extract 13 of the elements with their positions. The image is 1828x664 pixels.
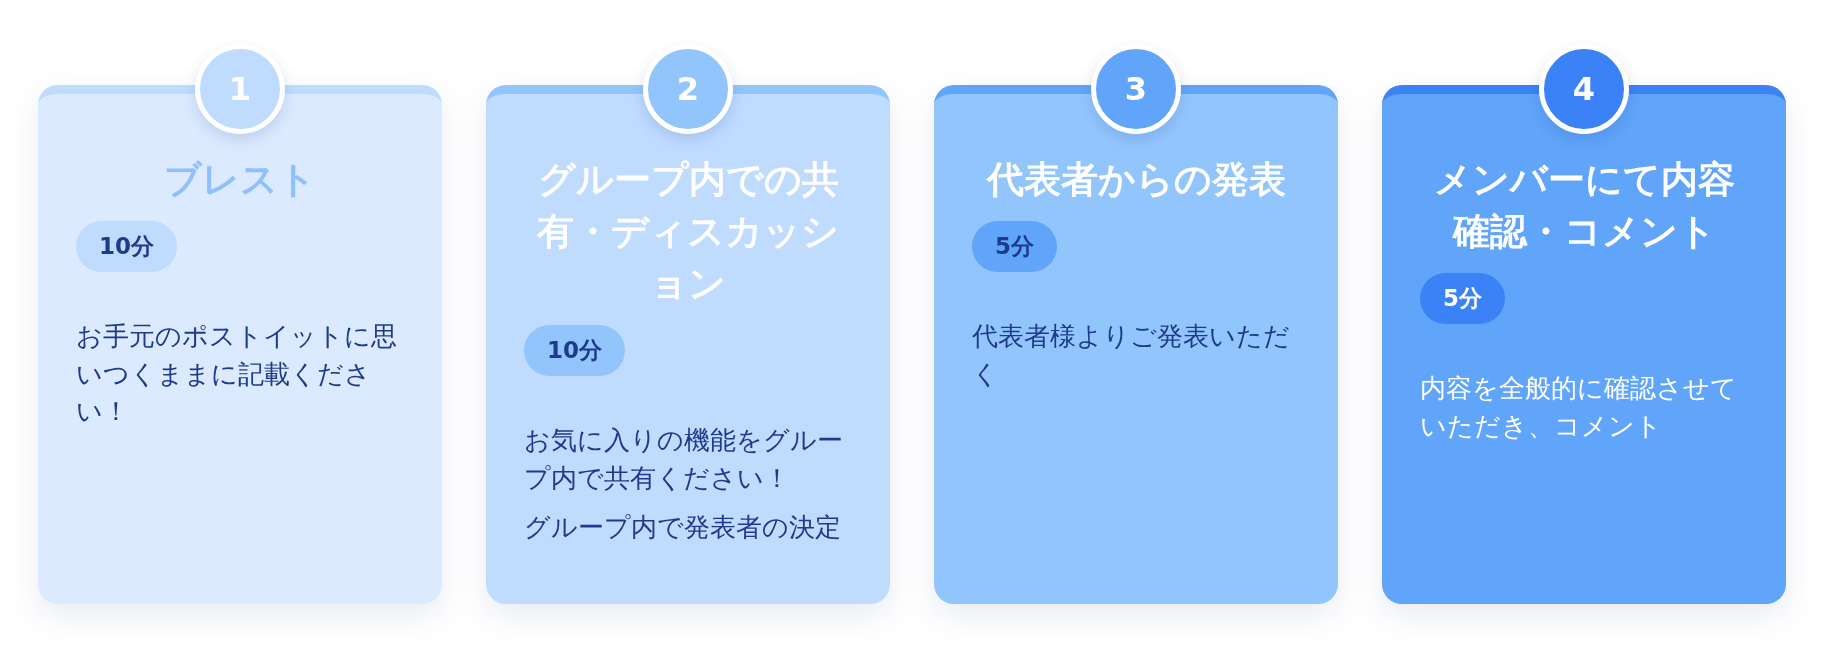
duration-pill: 10分 [524,325,625,376]
duration-pill: 5分 [1420,273,1505,324]
step-description: 内容を全般的に確認させていただき、コメント [1420,372,1738,443]
step-description: 代表者様よりご発表いただく [972,320,1291,391]
step-title: 代表者からの発表 [985,157,1287,203]
step-title: グループ内での共有・ディスカッション [535,157,840,307]
step-description: お気に入りの機能をグループ内で共有ください！ [524,424,844,495]
step-description: お手元のポストイットに思いつくままに記載ください！ [76,320,398,428]
step-title: ブレスト [163,157,317,203]
step-description: グループ内で発表者の決定 [524,511,842,544]
duration-pill: 5分 [972,221,1057,272]
duration-pill: 10分 [76,221,177,272]
step-title: メンバーにて内容確認・コメント [1432,157,1736,255]
